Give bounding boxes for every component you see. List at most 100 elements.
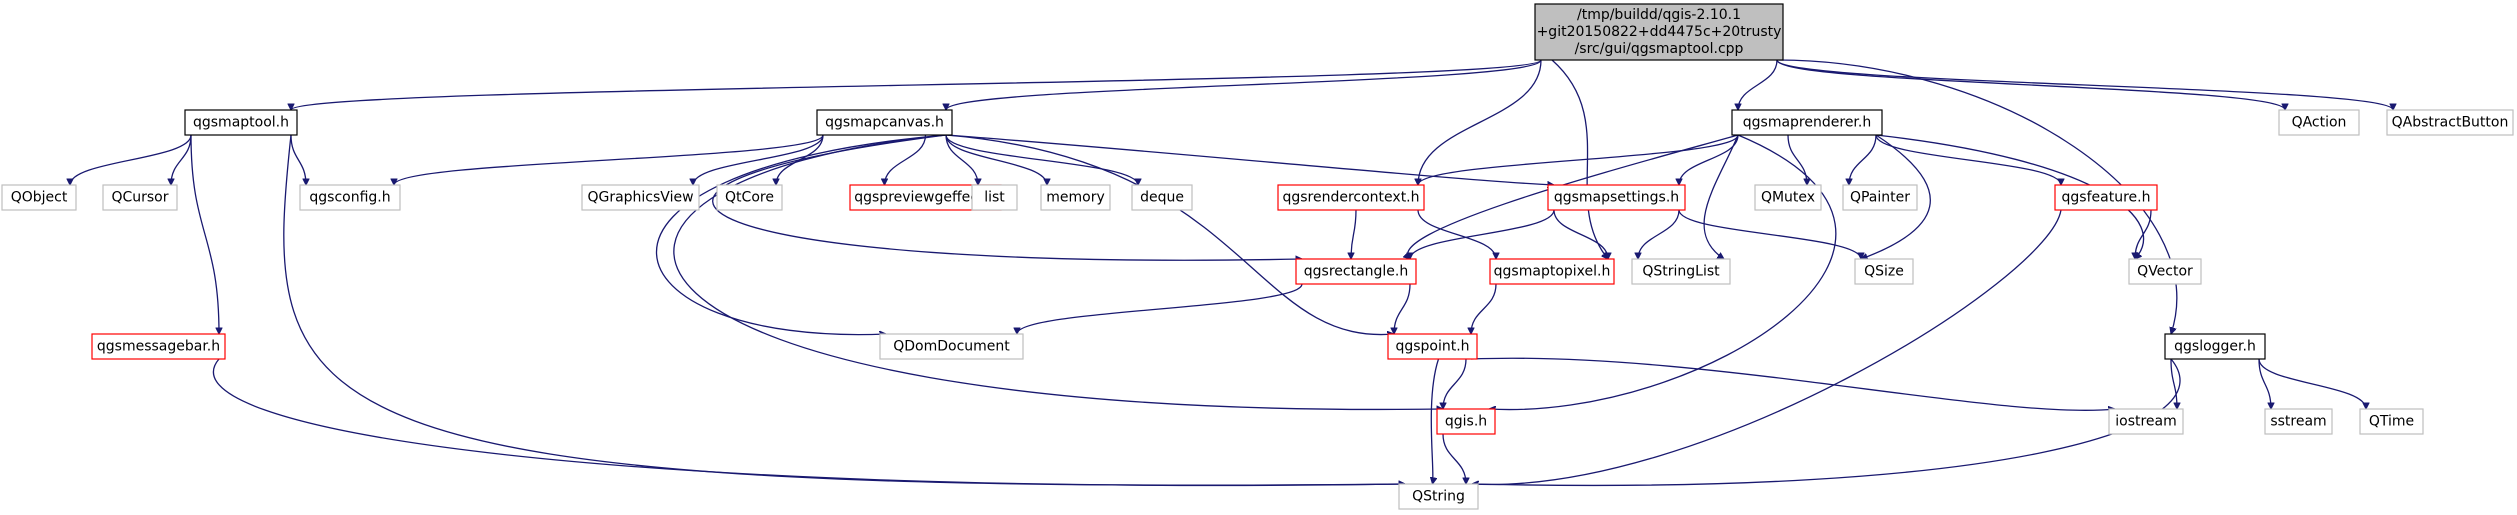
edge-qgsmaprenderer-to-qgis [1489, 134, 1837, 410]
edge-qgsmaprenderer-to-QMutex [1787, 134, 1807, 185]
node-label-qgspreviewgeffect: qgspreviewgeffect.h [854, 190, 997, 206]
node-label-QPainter: QPainter [1850, 190, 1910, 206]
edge-qgsfeature-to-QVector [2135, 209, 2152, 259]
node-qgsmaptopixel[interactable]: qgsmaptopixel.h [1489, 258, 1615, 285]
node-qgsmapcanvas[interactable]: qgsmapcanvas.h [816, 109, 953, 136]
edge-qgspoint-to-QString [1431, 358, 1440, 484]
edge-qgsmaptool-to-QString [283, 134, 1405, 485]
node-qgis[interactable]: qgis.h [1436, 408, 1496, 435]
node-list: list [971, 184, 1018, 211]
edge-qgsmapcanvas-to-qgspoint [945, 134, 1394, 335]
edge-root-to-QAbstractButton [1776, 59, 2393, 111]
node-label-qgslogger: qgslogger.h [2174, 339, 2256, 355]
node-label-qgsrectangle: qgsrectangle.h [1304, 264, 1408, 280]
node-box-QtCore [716, 184, 783, 211]
edge-qgsmapcanvas-to-qgis [673, 134, 1443, 409]
node-label-root-0: /tmp/buildd/qgis-2.10.1 [1577, 7, 1741, 23]
edge-qgsmaprenderer-to-QSize [1861, 134, 1931, 259]
node-label-sstream: sstream [2270, 414, 2326, 430]
node-label-QString: QString [1412, 489, 1465, 505]
node-QStringList: QStringList [1631, 258, 1731, 285]
node-box-QStringList [1631, 258, 1731, 285]
node-box-QGraphicsView [581, 184, 700, 211]
edge-qgis-to-QString [1442, 433, 1466, 484]
node-box-deque [1131, 184, 1193, 211]
edge-qgsmapcanvas-to-qgsconfig [394, 134, 824, 186]
node-label-QAction: QAction [2292, 115, 2347, 131]
node-label-qgsrendercontext: qgsrendercontext.h [1282, 190, 1419, 206]
node-box-sstream [2264, 408, 2333, 435]
node-box-list [971, 184, 1018, 211]
edge-qgsfeature-to-QString [1472, 209, 2062, 484]
edge-qgspoint-to-iostream [1470, 357, 2115, 410]
node-box-qgsrectangle [1295, 258, 1417, 285]
node-label-QMutex: QMutex [1761, 190, 1815, 206]
node-label-qgsmessagebar: qgsmessagebar.h [97, 339, 220, 355]
edge-root-to-QAction [1776, 59, 2285, 111]
node-box-qgsmaptopixel [1489, 258, 1615, 285]
node-box-qgsmaprenderer [1731, 109, 1883, 136]
node-qgspoint[interactable]: qgspoint.h [1387, 333, 1478, 360]
node-box-QCursor [102, 184, 178, 211]
node-qgsrectangle[interactable]: qgsrectangle.h [1295, 258, 1417, 285]
edge-qgsmapcanvas-to-memory [945, 134, 1047, 185]
node-box-qgsconfig [299, 184, 401, 211]
edge-qgsmapcanvas-to-deque [945, 134, 1138, 185]
node-sstream: sstream [2264, 408, 2333, 435]
edge-qgsmaptool-to-qgsconfig [290, 134, 306, 185]
node-QPainter: QPainter [1842, 184, 1918, 211]
node-QCursor: QCursor [102, 184, 178, 211]
edge-qgsmaptool-to-QCursor [171, 134, 192, 185]
node-label-qgis: qgis.h [1445, 414, 1487, 430]
node-qgsmessagebar[interactable]: qgsmessagebar.h [91, 333, 226, 360]
node-QVector: QVector [2128, 258, 2202, 285]
edge-root-to-qgsmaptool [291, 59, 1542, 111]
node-iostream: iostream [2108, 408, 2184, 435]
node-qgslogger[interactable]: qgslogger.h [2164, 333, 2266, 360]
edge-qgsmaptool-to-qgsmessagebar [190, 134, 219, 334]
edge-qgsrendercontext-to-qgsmaptopixel [1417, 209, 1496, 259]
edge-qgsrendercontext-to-qgsrectangle [1351, 209, 1357, 259]
node-qgsmapsettings[interactable]: qgsmapsettings.h [1547, 184, 1686, 211]
node-QAbstractButton: QAbstractButton [2386, 109, 2514, 136]
node-QDomDocument: QDomDocument [879, 333, 1024, 360]
node-box-QAbstractButton [2386, 109, 2514, 136]
node-qgsmaprenderer[interactable]: qgsmaprenderer.h [1731, 109, 1883, 136]
node-box-qgsmaptool [184, 109, 298, 136]
node-label-qgsmapsettings: qgsmapsettings.h [1554, 190, 1679, 206]
edge-qgslogger-to-sstream [2258, 358, 2271, 409]
node-box-memory [1040, 184, 1111, 211]
edge-qgsmapsettings-to-QStringList [1638, 209, 1680, 259]
node-qgsfeature[interactable]: qgsfeature.h [2054, 184, 2158, 211]
edge-qgsmapcanvas-to-qgsmapsettings [945, 134, 1554, 185]
node-qgsmaptool[interactable]: qgsmaptool.h [184, 109, 298, 136]
node-box-qgis [1436, 408, 1496, 435]
node-box-qgsmapsettings [1547, 184, 1686, 211]
edge-qgsmaptool-to-QObject [70, 134, 192, 185]
edge-root-to-qgsmapcanvas [946, 59, 1542, 111]
node-label-QVector: QVector [2137, 264, 2193, 280]
node-box-qgspoint [1387, 333, 1478, 360]
node-box-QVector [2128, 258, 2202, 285]
node-label-QCursor: QCursor [111, 190, 168, 206]
node-label-QTime: QTime [2369, 414, 2414, 430]
node-qgsrendercontext[interactable]: qgsrendercontext.h [1277, 184, 1425, 211]
node-label-iostream: iostream [2115, 414, 2177, 430]
node-label-memory: memory [1046, 190, 1105, 206]
node-qgsconfig: qgsconfig.h [299, 184, 401, 211]
edge-qgsmaprenderer-to-QStringList [1703, 134, 1739, 259]
node-box-QSize [1854, 258, 1914, 285]
node-box-QPainter [1842, 184, 1918, 211]
node-root[interactable]: /tmp/buildd/qgis-2.10.1+git20150822+dd44… [1534, 3, 1784, 61]
edge-qgsmaprenderer-to-qgsfeature [1875, 134, 2061, 185]
node-box-QAction [2278, 109, 2360, 136]
node-box-QMutex [1754, 184, 1822, 211]
node-label-deque: deque [1140, 190, 1184, 206]
edge-qgsmaptopixel-to-qgspoint [1471, 283, 1497, 334]
node-label-QGraphicsView: QGraphicsView [587, 190, 693, 206]
edge-qgsmapsettings-to-qgsmaptopixel [1553, 209, 1608, 259]
node-label-qgspoint: qgspoint.h [1395, 339, 1469, 355]
node-QtCore: QtCore [716, 184, 783, 211]
node-label-QtCore: QtCore [725, 190, 774, 206]
